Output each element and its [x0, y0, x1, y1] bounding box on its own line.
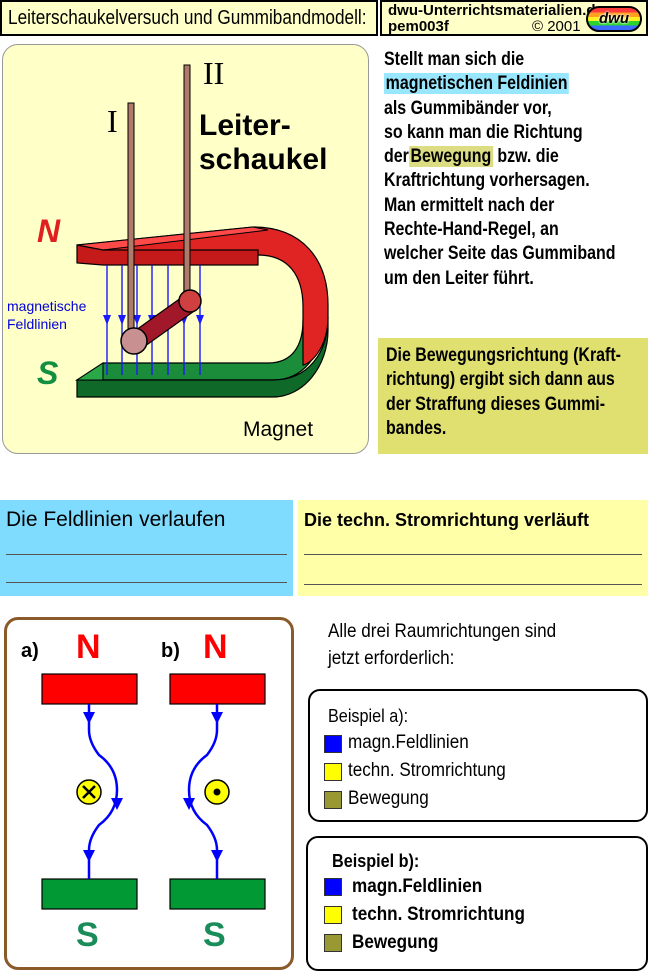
rod-II [183, 64, 191, 304]
legend-b-title: Beispiel b): [332, 851, 420, 871]
label-rod-II: II [203, 55, 225, 91]
intro-line: Alle drei Raumrichtungen sind [328, 621, 557, 642]
south-pole-a [41, 878, 138, 910]
result-box: Die Bewegungsrichtung (Kraft- richtung) … [378, 338, 648, 454]
swatch-movement [324, 791, 342, 809]
current-fill-in-box[interactable]: Die techn. Stromrichtung verläuft [298, 500, 648, 596]
swatch-fieldlines [324, 735, 342, 753]
example-b-label: b) [161, 640, 180, 662]
answer-line [304, 584, 642, 585]
answer-line [304, 554, 642, 555]
dwu-logo: dwu [586, 6, 642, 32]
examples-drawing [41, 673, 266, 910]
leiterschaukel-label-2: schaukel [199, 143, 328, 176]
dot-symbol-b [213, 788, 221, 796]
swatch-movement [324, 934, 342, 952]
legend-b-item: techn. Stromrichtung [352, 904, 525, 925]
para-fragment: der [384, 146, 409, 168]
highlight-fieldlines: magnetischen Feldinien [384, 73, 570, 95]
leiterschaukel-label-1: Leiter- [199, 109, 291, 142]
para-line: Rechte-Hand-Regel, an [384, 219, 559, 241]
para-line: so kann man die Richtung [384, 121, 583, 143]
legend-b-item: magn.Feldlinien [352, 876, 483, 897]
explanation-paragraph: Stellt man sich die magnetischen Feldini… [384, 48, 616, 291]
magnet-label: Magnet [243, 418, 314, 441]
north-pole-a [41, 673, 138, 705]
field-line-a [87, 704, 119, 879]
answer-line [6, 582, 287, 583]
conductor-swing-illustration: I II Leiter- schaukel N S magnetische Fe… [2, 44, 369, 454]
result-line: richtung) ergibt sich dann aus [386, 369, 615, 391]
para-line: Stellt man sich die [384, 49, 525, 70]
para-line: um den Leiter führt. [384, 267, 534, 289]
material-code: pem003f [388, 18, 449, 35]
fieldlines-caption: magnetische Feldlinien [7, 297, 86, 333]
legend-a-item: Bewegung [348, 788, 429, 809]
north-label-b: N [203, 628, 228, 666]
south-label-a: S [76, 916, 99, 954]
conductor-end-back [178, 289, 202, 313]
result-line: Die Bewegungsrichtung (Kraft- [386, 345, 621, 366]
pole-north-label: N [37, 213, 61, 249]
rod-I [127, 102, 135, 344]
swatch-current [324, 906, 342, 924]
magnet-north-arm [76, 244, 259, 266]
page-title-text: Leiterschaukelversuch und Gummibandmodel… [8, 7, 367, 29]
result-line: der Straffung dieses Gummi- [386, 393, 606, 415]
current-prompt: Die techn. Stromrichtung verläuft [304, 510, 590, 530]
examples-frame: a) b) N N S S [4, 617, 294, 970]
legend-example-a: Beispiel a): magn.Feldlinien techn. Stro… [308, 689, 648, 822]
highlight-movement: Bewegung [408, 146, 493, 168]
conductor-end-front [120, 327, 148, 355]
para-line: Kraftrichtung vorhersagen. [384, 170, 590, 192]
legend-b-item: Bewegung [352, 932, 439, 953]
label-rod-I: I [107, 103, 118, 139]
fieldlines-fill-in-box[interactable]: Die Feldlinien verlaufen [0, 500, 293, 596]
para-line: welcher Seite das Gummiband [384, 243, 616, 265]
south-pole-b [169, 878, 266, 910]
para-fragment: bzw. die [492, 146, 559, 168]
swatch-fieldlines [324, 878, 342, 896]
copyright: © 2001 [532, 18, 581, 35]
magnet-south-face [75, 362, 104, 381]
para-line: als Gummibänder vor, [384, 97, 552, 119]
pole-south-label: S [37, 355, 59, 391]
example-a-label: a) [21, 640, 39, 662]
legend-a-title: Beispiel a): [328, 706, 409, 726]
intro-text: Alle drei Raumrichtungen sind jetzt erfo… [328, 618, 556, 672]
legend-a-item: magn.Feldlinien [348, 732, 469, 753]
site-url: dwu-Unterrichtsmaterialien.de [388, 2, 604, 19]
logo-text: dwu [599, 10, 629, 27]
fieldlines-caption-1: magnetische [7, 298, 87, 314]
magnet-drawing [74, 64, 329, 398]
cross-symbol-a [82, 785, 96, 799]
fieldlines-prompt: Die Feldlinien verlaufen [6, 508, 226, 531]
header-info: dwu-Unterrichtsmaterialien.de pem003f © … [380, 0, 648, 36]
fieldlines-caption-2: Feldlinien [7, 316, 67, 332]
south-label-b: S [203, 916, 226, 954]
legend-example-b: Beispiel b): magn.Feldlinien techn. Stro… [306, 836, 648, 971]
north-label-a: N [76, 628, 101, 666]
answer-line [6, 554, 287, 555]
legend-a-item: techn. Stromrichtung [348, 760, 506, 781]
north-pole-b [169, 673, 266, 705]
result-line: bandes. [386, 417, 447, 439]
field-line-b [187, 704, 219, 879]
intro-line: jetzt erforderlich: [328, 648, 455, 669]
page-title: Leiterschaukelversuch und Gummibandmodel… [0, 0, 378, 36]
para-line: Man ermittelt nach der [384, 194, 555, 216]
magnet-south-side [76, 316, 329, 398]
swatch-current [324, 763, 342, 781]
